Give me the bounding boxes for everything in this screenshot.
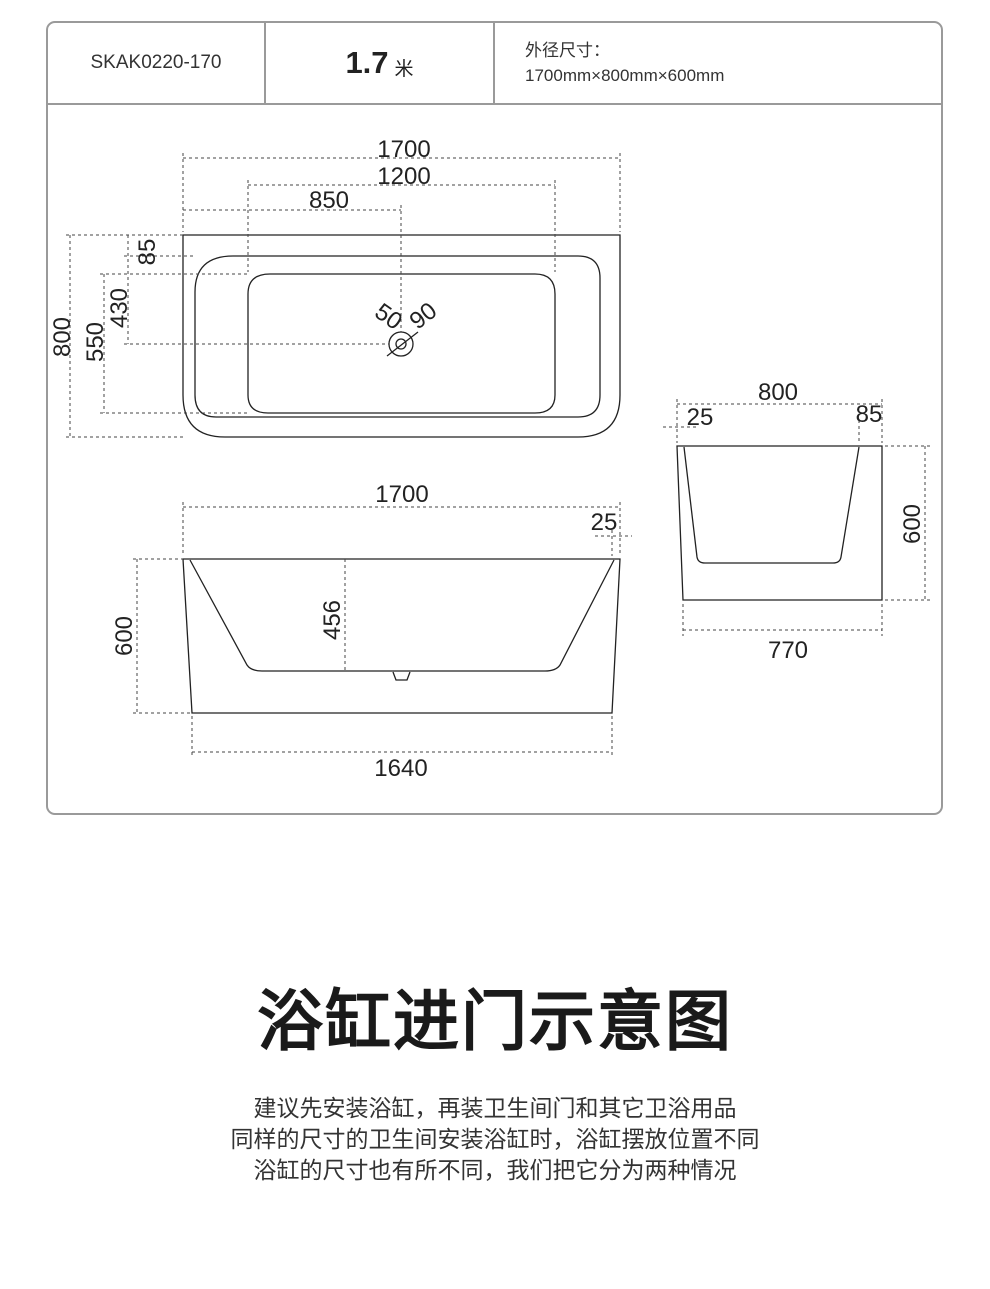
top-dim-850: 850 <box>309 187 349 214</box>
model-cell: SKAK0220-170 <box>48 23 266 103</box>
description-line: 同样的尺寸的卫生间安装浴缸时，浴缸摆放位置不同 <box>230 1126 760 1152</box>
front-dim-25: 25 <box>591 509 618 536</box>
front-dim-1700: 1700 <box>375 481 428 508</box>
top-view-basin <box>247 273 556 414</box>
front-dim-456: 456 <box>319 600 346 640</box>
drain-inner <box>395 338 407 350</box>
top-view-outer <box>182 234 621 438</box>
size-value: 1.7 <box>345 45 389 80</box>
side-dim-600: 600 <box>899 504 926 544</box>
front-dim-600: 600 <box>111 616 138 656</box>
front-view-basin <box>189 559 615 672</box>
front-dim-1640: 1640 <box>374 755 427 782</box>
top-dim-1700: 1700 <box>377 136 430 163</box>
size-cell: 1.7 米 <box>266 23 495 103</box>
bathtub-drawing: 1700 1200 850 85 430 800 550 50 90 1700 … <box>49 136 930 782</box>
top-dim-1200: 1200 <box>377 163 430 190</box>
top-dim-800: 800 <box>49 317 76 357</box>
top-dim-430: 430 <box>106 288 133 328</box>
top-dim-85: 85 <box>134 239 161 266</box>
side-dim-800: 800 <box>758 379 798 406</box>
size-unit: 米 <box>394 58 414 80</box>
section-description: 建议先安装浴缸，再装卫生间门和其它卫浴用品 同样的尺寸的卫生间安装浴缸时，浴缸摆… <box>0 1093 990 1186</box>
dims-value: 1700mm×800mm×600mm <box>525 66 725 85</box>
description-line: 建议先安装浴缸，再装卫生间门和其它卫浴用品 <box>253 1095 737 1121</box>
dims-cell: 外径尺寸： 1700mm×800mm×600mm <box>495 23 941 103</box>
dims-label: 外径尺寸： <box>525 41 610 60</box>
drain-dim-90: 90 <box>405 297 443 335</box>
description-line: 浴缸的尺寸也有所不同，我们把它分为两种情况 <box>253 1157 737 1183</box>
spec-header: SKAK0220-170 1.7 米 外径尺寸： 1700mm×800mm×60… <box>48 23 941 105</box>
model-code: SKAK0220-170 <box>90 52 222 73</box>
side-view-outer <box>676 445 883 601</box>
side-dim-85: 85 <box>856 401 883 428</box>
top-dim-550: 550 <box>82 322 109 362</box>
front-view-outer <box>182 558 621 714</box>
front-view-drain <box>392 671 411 681</box>
section-title: 浴缸进门示意图 <box>257 984 733 1058</box>
side-dim-25: 25 <box>687 404 714 431</box>
side-view-basin <box>683 446 860 564</box>
spec-card: SKAK0220-170 1.7 米 外径尺寸： 1700mm×800mm×60… <box>46 21 943 815</box>
top-view-inner-rim <box>194 255 601 418</box>
side-dim-770: 770 <box>768 637 808 664</box>
